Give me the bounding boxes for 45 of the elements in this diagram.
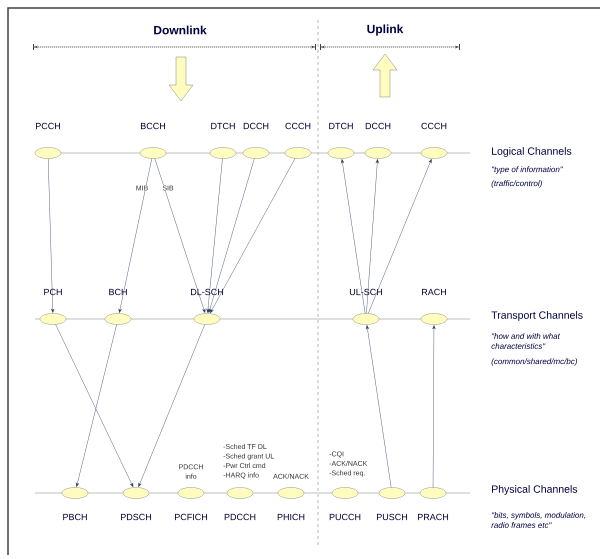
channel-label: PDCCH xyxy=(224,514,256,520)
channel-label: BCH xyxy=(109,288,127,296)
channel-label: CCCH xyxy=(421,122,446,130)
channel-label: CCCH xyxy=(285,122,310,130)
channel-label: RACH xyxy=(422,288,446,296)
channel-label: PCH xyxy=(44,288,62,296)
arrow xyxy=(55,324,134,488)
arrow xyxy=(368,158,432,314)
heading: Uplink xyxy=(367,24,404,36)
arrow xyxy=(154,158,206,313)
arrow xyxy=(48,158,54,313)
channel-label: PUCCH xyxy=(330,514,360,520)
channel-label: UL-SCH xyxy=(350,288,382,296)
arrow xyxy=(138,324,205,488)
layer-description: (common/shared/mc/bc) xyxy=(492,358,577,366)
channel-label: PHICH xyxy=(278,514,304,520)
arrow xyxy=(366,325,392,488)
layer-title: Logical Channels xyxy=(492,147,572,157)
channel-label: DTCH xyxy=(211,122,235,130)
channel-label: BCCH xyxy=(141,122,166,130)
heading: Downlink xyxy=(154,26,207,34)
channel-label: PCFICH xyxy=(175,514,208,520)
arrow xyxy=(206,158,223,313)
channel-label: PUSCH xyxy=(377,514,408,520)
layer-title: Transport Channels xyxy=(491,311,583,321)
layer-description: "type of information" xyxy=(492,166,563,174)
channel-label: DCCH xyxy=(244,122,268,130)
arrow xyxy=(340,159,366,314)
layer-description: "how and with what characteristics" xyxy=(491,333,560,349)
channel-label: PRACH xyxy=(418,514,448,520)
channel-label: PDSCH xyxy=(121,514,152,520)
arrow xyxy=(366,159,379,314)
arrow xyxy=(118,158,152,313)
channel-label: DCCH xyxy=(366,122,390,130)
channel-label: DL-SCH xyxy=(191,288,224,296)
channel-label: PCCH xyxy=(36,122,60,130)
layer-description: (traffic/control) xyxy=(492,180,542,188)
arrow xyxy=(76,324,117,487)
arrow xyxy=(208,158,255,313)
channel-label: PBCH xyxy=(63,514,87,520)
arrow xyxy=(210,158,296,314)
layer-title: Physical Channels xyxy=(492,485,578,495)
channel-label: DTCH xyxy=(329,122,353,130)
arrow xyxy=(432,325,436,488)
layer-description: "bits, symbols, modulation, radio frames etc" xyxy=(491,512,586,528)
